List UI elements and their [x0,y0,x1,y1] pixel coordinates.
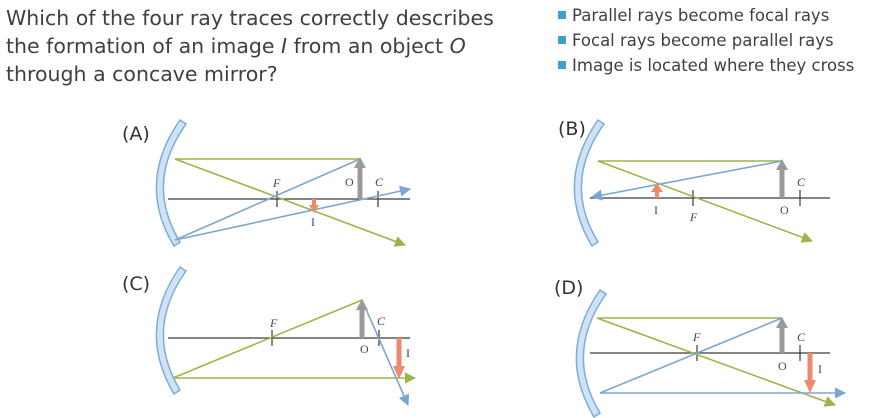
center-point-label: C [377,314,386,328]
image-symbol: I [281,34,288,58]
rule-text: Image is located where they cross [572,56,855,75]
question-line-2: the formation of an image [6,34,282,58]
image-arrow-head [309,205,319,213]
object-arrow-head [776,317,788,328]
ray-parallel-reflected [174,185,412,241]
panel-d[interactable]: (D) F C O I [554,277,847,418]
focal-point-label: F [269,316,278,330]
object-arrow-head [356,299,368,310]
bullet-icon [558,11,566,19]
panel-label: (D) [554,277,583,299]
center-point-label: C [375,175,384,189]
object-label: O [345,175,354,189]
rule-item: Parallel rays become focal rays [556,3,896,28]
panel-c[interactable]: (C) F C O I [122,265,417,407]
concave-mirror [155,118,188,248]
focal-point-label: F [692,330,701,344]
object-label: O [778,359,787,373]
question-line-1: Which of the four ray traces correctly d… [6,6,494,30]
rule-item: Focal rays become parallel rays [556,28,896,53]
focal-point-label: F [272,176,281,190]
object-arrow-head [354,157,366,168]
ray-focal-reflected [596,317,837,407]
ray-focal-incoming [172,299,363,379]
center-point-label: C [797,175,806,189]
object-arrow-head [776,159,788,170]
panel-b[interactable]: (B) F C O I [558,118,830,248]
ray-focal-incoming [599,317,783,394]
concave-mirror [575,288,608,418]
ray-focal-reflected [597,160,814,243]
center-point-label: C [797,330,806,344]
image-arrow-head [393,366,405,379]
image-label: I [818,362,822,376]
image-arrow-head [651,183,663,192]
image-label: I [406,346,410,360]
ray-focal-reflected [174,158,407,247]
image-label: I [311,215,315,229]
question-line-3: through a concave mirror? [6,62,278,86]
image-label: I [654,203,658,217]
rule-list: Parallel rays become focal rays Focal ra… [556,3,896,78]
rule-text: Parallel rays become focal rays [572,6,830,25]
object-symbol: O [449,34,466,58]
object-label: O [780,203,789,217]
image-arrow-head [804,380,816,393]
rule-text: Focal rays become parallel rays [572,31,834,50]
bullet-icon [558,61,566,69]
ray-crossing [361,299,410,407]
panel-label: (A) [122,123,150,145]
focal-point-label: F [689,210,698,224]
ray-center-ray [590,160,783,201]
concave-mirror [573,118,606,248]
panel-label: (B) [558,118,586,140]
panel-label: (C) [122,273,150,295]
ray-focal-incoming [174,158,361,241]
question-line-2b: from an object [287,34,450,58]
bullet-icon [558,36,566,44]
panel-a[interactable]: (A) F C O I [122,118,412,248]
rule-item: Image is located where they cross [556,53,896,78]
question-text: Which of the four ray traces correctly d… [6,4,546,88]
object-label: O [360,342,369,356]
concave-mirror [155,265,188,396]
